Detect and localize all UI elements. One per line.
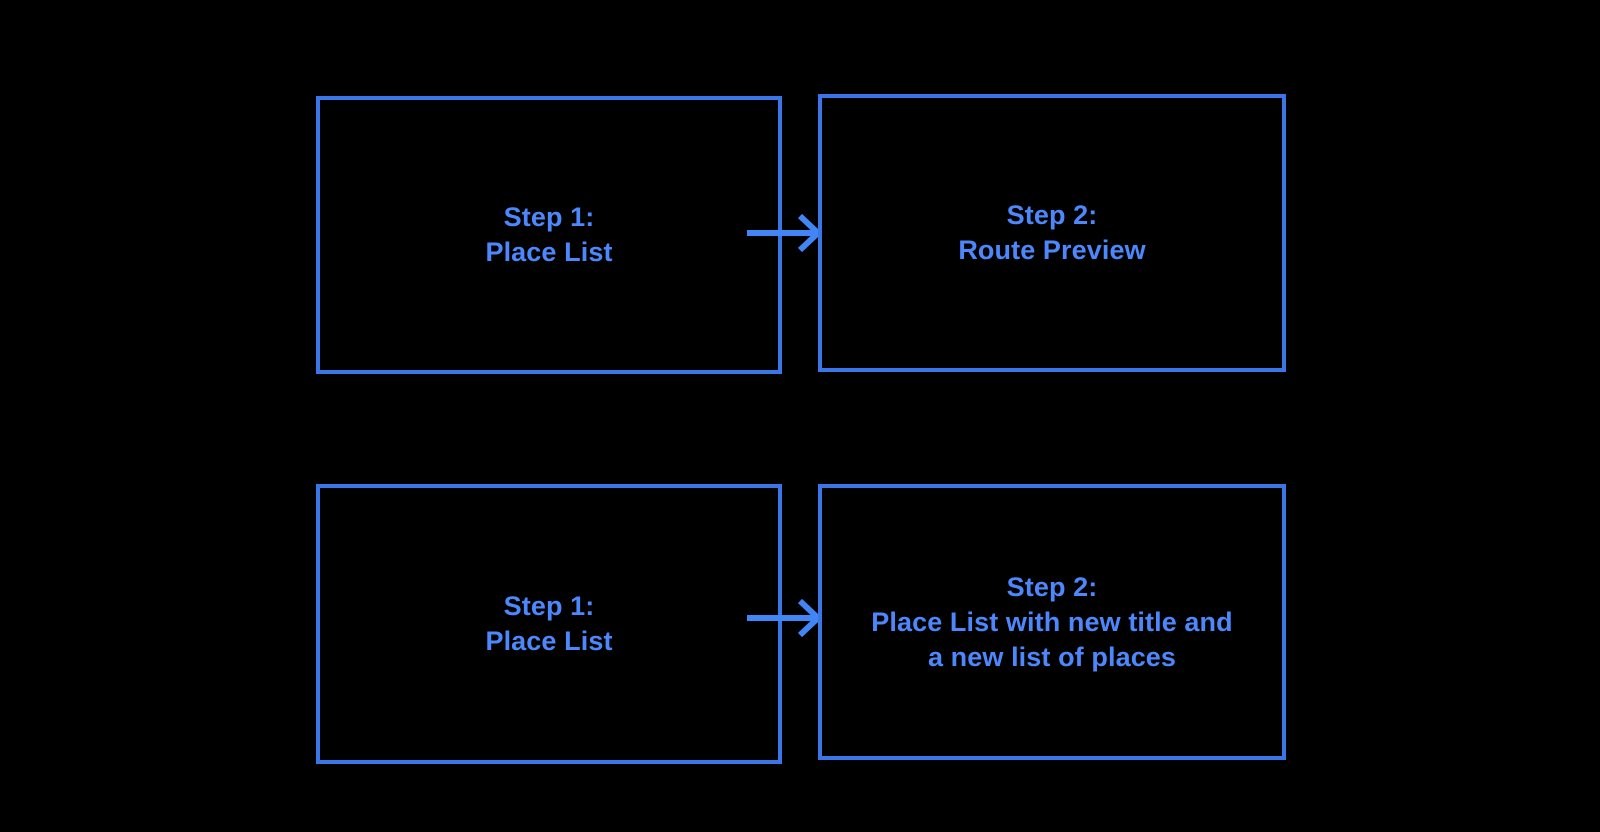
step-box-step-1-place-list-bottom[interactable]: Step 1: Place List — [316, 484, 782, 764]
step-box-label: Step 1: Place List — [485, 202, 613, 267]
step-box-step-2-place-list-updated[interactable]: Step 2: Place List with new title and a … — [818, 484, 1286, 760]
step-box-step-1-place-list-top[interactable]: Step 1: Place List — [316, 96, 782, 374]
step-box-label: Step 1: Place List — [485, 591, 613, 656]
step-box-label: Step 2: Place List with new title and a … — [871, 571, 1233, 672]
step-box-step-2-route-preview[interactable]: Step 2: Route Preview — [818, 94, 1286, 372]
step-box-label: Step 2: Route Preview — [958, 200, 1146, 265]
